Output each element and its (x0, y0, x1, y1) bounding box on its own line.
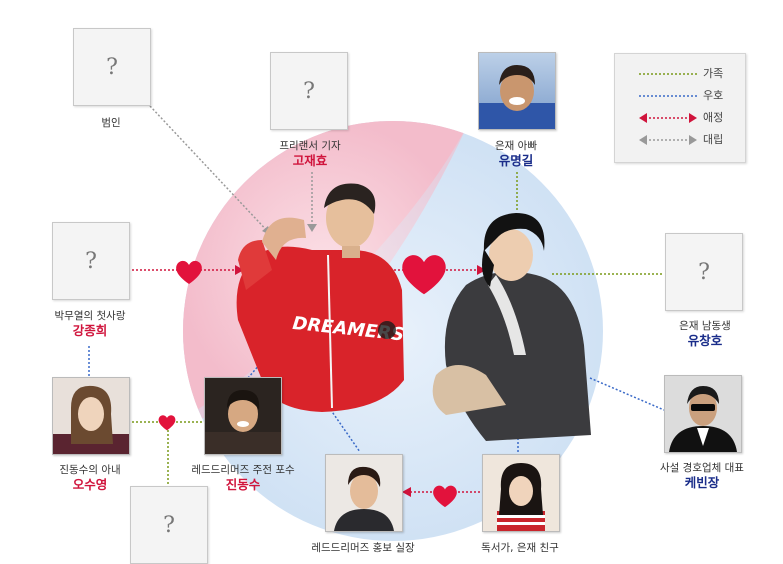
father-photo[interactable] (478, 52, 556, 130)
reporter-role: 프리랜서 기자 (279, 140, 341, 152)
father-role: 은재 아빠 (495, 140, 537, 152)
catcher-name: 진동수 (225, 477, 261, 492)
catcher-role: 레드드리머즈 주전 포수 (191, 464, 295, 476)
family-line-icon (639, 73, 697, 75)
manager-portrait (334, 466, 394, 531)
main-female-character (432, 213, 591, 441)
father-label: 은재 아빠 유명길 (458, 140, 574, 169)
security-photo[interactable] (664, 375, 742, 453)
brother-placeholder[interactable]: ? (665, 233, 743, 311)
catcher-photo[interactable] (204, 377, 282, 455)
legend: 가족 우호 애정 대립 (614, 53, 746, 163)
question-mark-icon: ? (698, 259, 710, 285)
wife-label: 진동수의 아내 오수영 (30, 464, 150, 493)
security-role: 사설 경호업체 대표 (660, 462, 744, 474)
reader-label: 독서가, 은재 친구 (462, 542, 578, 555)
affection-arrow-icon (639, 113, 697, 123)
reporter-name: 고재효 (292, 153, 328, 168)
first-love-label: 박무열의 첫사랑 강종희 (30, 310, 150, 339)
friendship-line-security (589, 377, 665, 411)
father-portrait (479, 65, 555, 129)
first-love-placeholder[interactable]: ? (52, 222, 130, 300)
catcher-portrait (205, 390, 281, 454)
rivalry-line-criminal (149, 105, 273, 237)
heart-icon (176, 260, 202, 284)
criminal-placeholder[interactable]: ? (73, 28, 151, 106)
brother-role: 은재 남동생 (679, 320, 731, 332)
security-portrait (669, 386, 737, 452)
reader-role: 독서가, 은재 친구 (481, 542, 559, 554)
legend-rivalry: 대립 (615, 132, 745, 148)
wife-name: 오수영 (72, 477, 108, 492)
wife-portrait (53, 385, 129, 454)
legend-family: 가족 (615, 66, 745, 82)
main-male-character: DREAMERS (236, 183, 405, 412)
reporter-label: 프리랜서 기자 고재효 (250, 140, 370, 169)
manager-role: 레드드리머즈 홍보 실장 (311, 542, 415, 554)
question-mark-icon: ? (106, 54, 118, 80)
manager-photo[interactable] (325, 454, 403, 532)
rivalry-arrow-icon (639, 135, 697, 145)
brother-name: 유창호 (687, 333, 723, 348)
friendship-line-icon (639, 95, 697, 97)
heart-icon (158, 415, 176, 431)
legend-affection: 애정 (615, 110, 745, 126)
question-mark-icon: ? (303, 78, 315, 104)
heart-icon (433, 485, 457, 508)
criminal-role: 범인 (101, 117, 121, 129)
question-mark-icon: ? (85, 248, 97, 274)
wife-photo[interactable] (52, 377, 130, 455)
reader-portrait (497, 463, 545, 531)
first-love-role: 박무열의 첫사랑 (54, 310, 126, 322)
first-love-name: 강종희 (72, 323, 108, 338)
security-label: 사설 경호업체 대표 케빈장 (636, 462, 768, 491)
wife-role: 진동수의 아내 (59, 464, 121, 476)
friendship-line-manager (309, 379, 361, 453)
manager-label: 레드드리머즈 홍보 실장 (305, 542, 421, 555)
reporter-placeholder[interactable]: ? (270, 52, 348, 130)
legend-friendship: 우호 (615, 88, 745, 104)
brother-label: 은재 남동생 유창호 (650, 320, 760, 349)
child-placeholder[interactable]: ? (130, 486, 208, 564)
security-name: 케빈장 (684, 475, 720, 490)
reader-photo[interactable] (482, 454, 560, 532)
catcher-label: 레드드리머즈 주전 포수 진동수 (184, 464, 302, 493)
criminal-label: 범인 (65, 117, 157, 130)
heart-icon (402, 255, 446, 295)
father-name: 유명길 (498, 153, 534, 168)
question-mark-icon: ? (163, 512, 175, 538)
